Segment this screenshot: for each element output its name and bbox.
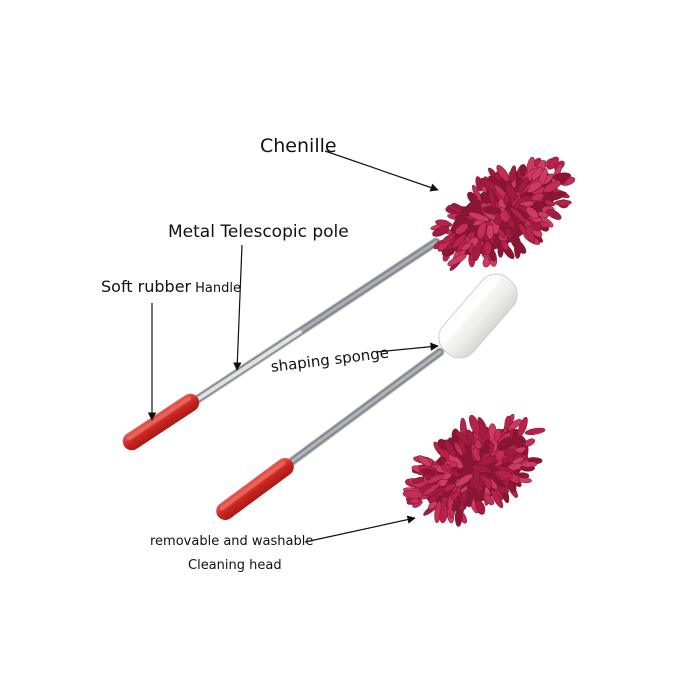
chenille-tuft: [488, 188, 496, 209]
chenille-tuft: [531, 222, 543, 232]
label-cleaning-head: Cleaning head: [188, 558, 282, 573]
removable-cleaning-head: [402, 413, 546, 527]
label-chenille: Chenille: [260, 135, 337, 157]
arrow-cleaning-head: [304, 515, 416, 543]
chenille-tuft: [500, 239, 509, 251]
chenille-tuft: [483, 493, 495, 506]
label-removable-and-washable: removable and washable: [150, 534, 314, 549]
chenille-tuft: [428, 500, 438, 510]
arrow-chenille: [324, 150, 439, 192]
chenille-tuft: [432, 225, 450, 237]
chenille-tuft: [496, 165, 510, 182]
chenille-tuft: [517, 472, 530, 479]
chenille-tuft: [417, 455, 432, 467]
label-handle: Handle: [195, 281, 241, 296]
chenille-tuft: [545, 191, 567, 201]
chenille-tuft: [525, 206, 539, 220]
chenille-tuft: [521, 461, 538, 468]
chenille-tuft: [441, 463, 452, 472]
chenille-tuft: [441, 248, 455, 257]
arrow-sponge: [375, 342, 439, 353]
chenille-tuft: [443, 483, 456, 492]
chenille-tuft: [409, 497, 421, 505]
chenille-head: [430, 156, 576, 271]
chenille-tuft: [455, 473, 474, 487]
chenille-tuft: [510, 207, 527, 223]
chenille-tuft: [441, 233, 457, 244]
chenille-tuft: [452, 233, 467, 249]
chenille-tuft: [512, 456, 525, 465]
chenille-tuft: [453, 441, 464, 456]
chenille-tuft: [531, 192, 545, 202]
chenille-tuft: [507, 481, 517, 493]
chenille-tuft: [553, 172, 571, 181]
rubber-handle-2: [216, 458, 294, 520]
chenille-tuft: [497, 436, 512, 450]
chenille-tuft: [421, 468, 437, 475]
chenille-tuft: [455, 430, 471, 446]
chenille-tuft: [411, 476, 425, 484]
chenille-tuft: [469, 414, 481, 435]
duster-with-chenille-head: [122, 156, 576, 451]
chenille-tuft: [537, 211, 549, 219]
chenille-tuft: [524, 427, 546, 435]
chenille-tuft: [517, 417, 528, 437]
chenille-tuft: [490, 489, 504, 508]
arrow-pole: [233, 244, 243, 371]
chenille-tuft: [466, 486, 474, 508]
chenille-tuft: [546, 156, 559, 170]
chenille-tuft: [499, 210, 510, 223]
chenille-tuft: [524, 438, 535, 447]
chenille-tuft: [510, 237, 527, 254]
chenille-tuft: [422, 483, 441, 496]
chenille-tuft: [444, 439, 457, 458]
chenille-tuft: [454, 214, 468, 221]
chenille-tuft: [477, 422, 490, 442]
chenille-tuft: [543, 180, 561, 194]
chenille-tuft: [531, 200, 543, 209]
chenille-tuft: [517, 176, 529, 194]
chenille-tuft: [476, 222, 487, 240]
chenille-tuft: [468, 211, 490, 222]
label-soft-rubber: Soft rubber: [101, 277, 192, 296]
label-metal-telescopic-pole: Metal Telescopic pole: [168, 222, 349, 242]
chenille-tuft: [497, 469, 513, 480]
chenille-tuft: [486, 223, 494, 240]
chenille-tuft: [508, 419, 522, 430]
chenille-tuft: [530, 167, 543, 181]
chenille-tuft: [447, 205, 463, 213]
chenille-tuft: [475, 500, 486, 514]
chenille-tuft: [426, 474, 444, 484]
chenille-tuft: [467, 191, 479, 205]
chenille-tuft: [447, 253, 467, 266]
chenille-tuft: [546, 208, 562, 220]
chenille-tuft: [496, 486, 509, 494]
chenille-tuft: [472, 464, 489, 473]
chenille-tuft: [520, 164, 527, 176]
chenille-tuft: [483, 241, 492, 256]
shaping-sponge: [438, 273, 518, 359]
chenille-tuft: [509, 165, 517, 183]
chenille-tuft: [503, 193, 510, 206]
chenille-tuft: [554, 199, 572, 206]
rubber-handle-1: [122, 393, 200, 451]
chenille-tuft: [494, 428, 502, 442]
chenille-tuft: [435, 219, 451, 227]
duster-with-sponge: [216, 273, 518, 520]
chenille-tuft: [544, 199, 555, 207]
chenille-tuft: [525, 224, 535, 244]
chenille-tuft: [455, 223, 469, 235]
